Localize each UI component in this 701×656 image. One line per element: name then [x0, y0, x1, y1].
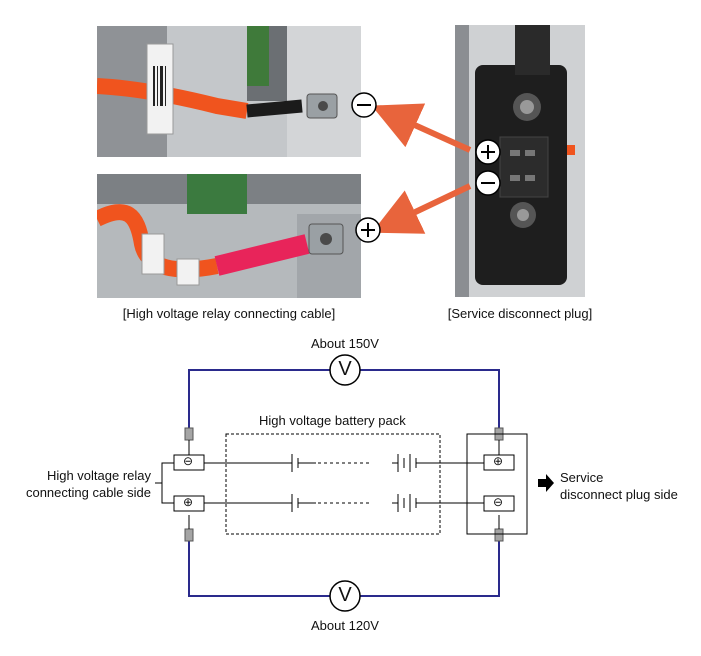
voltmeter-bottom — [329, 580, 361, 612]
voltmeter-bottom-symbol: V — [338, 584, 352, 606]
battery-pack-box — [225, 433, 441, 535]
circuit-diagram — [155, 354, 554, 612]
terminal-right-positive-symbol: ⊕ — [493, 454, 504, 468]
positive-cable-photo — [97, 174, 361, 298]
right-side-label-line2: disconnect plug side — [560, 487, 678, 502]
bottom-voltage-label: About 120V — [311, 618, 379, 633]
service-plug-box — [466, 433, 528, 535]
photo-annotations — [351, 92, 501, 243]
top-voltage-label: About 150V — [311, 336, 379, 351]
left-side-bracket — [155, 462, 174, 504]
cable-photo-caption: [High voltage relay connecting cable] — [122, 306, 336, 321]
terminal-left-negative-symbol: ⊖ — [183, 454, 194, 468]
right-side-label-line1: Service — [560, 470, 604, 485]
service-plug-photo — [455, 25, 585, 297]
probe-tips — [184, 427, 504, 542]
left-side-label-line2: connecting cable side — [25, 485, 151, 500]
cell-row-top — [204, 454, 484, 472]
voltmeter-top-symbol: V — [338, 358, 352, 380]
probe-leads — [188, 440, 500, 529]
arrow-to-negative-cable — [371, 103, 472, 153]
arrow-to-positive-cable — [371, 183, 472, 234]
positive-sign-cable — [355, 217, 381, 243]
plug-photo-caption: [Service disconnect plug] — [447, 306, 593, 321]
service-side-arrow — [538, 474, 554, 492]
terminal-right-negative-symbol: ⊖ — [493, 495, 504, 509]
negative-sign-cable — [351, 92, 377, 118]
voltmeter-wires — [188, 369, 500, 597]
cell-row-bottom — [204, 494, 484, 512]
terminal-left-positive-symbol: ⊕ — [183, 495, 194, 509]
negative-cable-photo — [97, 26, 361, 157]
battery-pack-label: High voltage battery pack — [259, 413, 406, 428]
positive-sign-plug — [475, 139, 501, 165]
voltmeter-top — [329, 354, 361, 386]
negative-sign-plug — [475, 170, 501, 196]
left-side-label-line1: High voltage relay — [46, 468, 151, 483]
